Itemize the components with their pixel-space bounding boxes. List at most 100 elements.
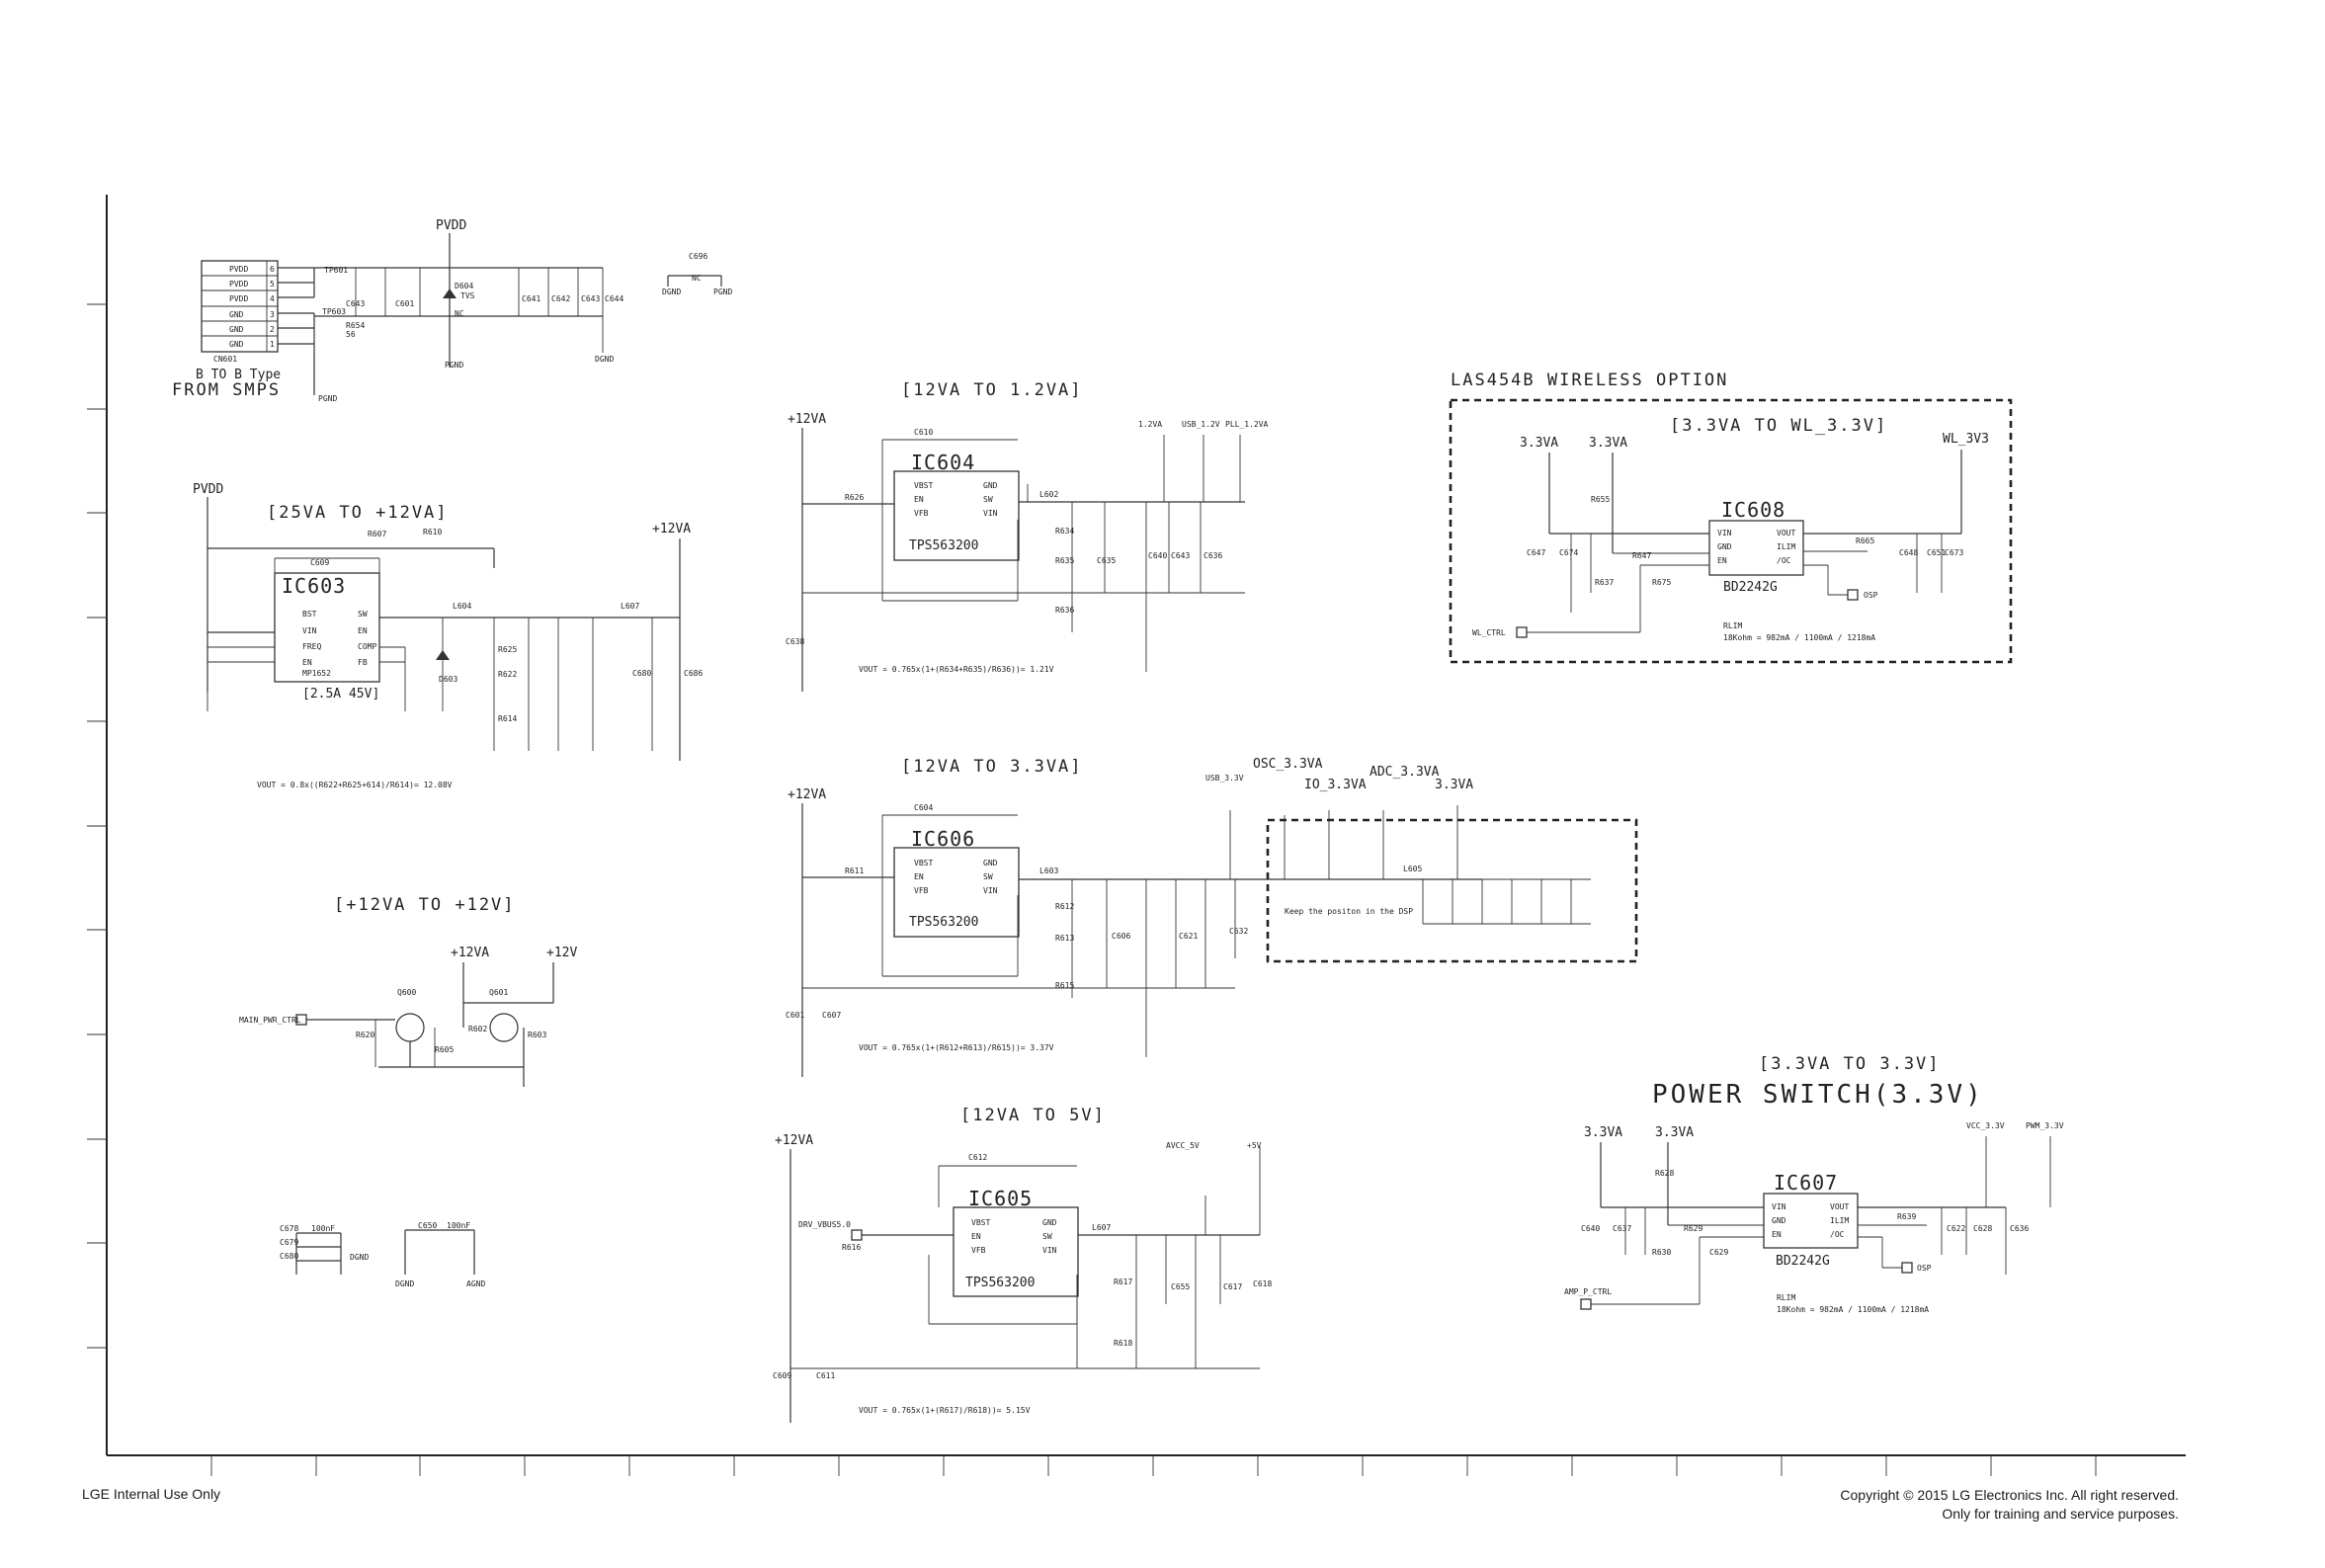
rail-label: OSC_3.3VA bbox=[1253, 757, 1323, 772]
ctrl-label: MAIN_PWR_CTRL bbox=[239, 1016, 301, 1025]
pin-label: GND bbox=[1042, 1218, 1057, 1227]
ctrl-label: DRV_VBUS5.0 bbox=[798, 1220, 851, 1229]
rlim-text: 18Kohm = 982mA / 1100mA / 1218mA bbox=[1777, 1305, 1929, 1314]
part-ref: C632 bbox=[1229, 927, 1248, 936]
part-ref: R625 bbox=[498, 645, 517, 654]
connector-pin-number: 3 bbox=[270, 310, 275, 319]
pin-label: BST bbox=[302, 610, 317, 619]
pin-label: VIN bbox=[302, 626, 317, 635]
pin-label: VFB bbox=[914, 886, 929, 895]
part-ref: C642 bbox=[551, 294, 570, 303]
rail-label: 3.3VA bbox=[1520, 436, 1558, 451]
part-ref: C643 bbox=[346, 299, 365, 308]
internal-use-note: LGE Internal Use Only bbox=[82, 1486, 221, 1502]
ctrl-label: WL_CTRL bbox=[1472, 628, 1506, 637]
ic607 bbox=[1763, 1193, 1859, 1249]
ctrl-port bbox=[851, 1229, 863, 1241]
ctrl-port bbox=[1580, 1298, 1592, 1310]
part-ref: R635 bbox=[1055, 556, 1074, 565]
pin-label: VBST bbox=[914, 481, 933, 490]
part-ref: C643 bbox=[581, 294, 600, 303]
connector-ref: CN601 bbox=[213, 355, 237, 364]
rail-label: PLL_1.2VA bbox=[1225, 420, 1269, 429]
rail-label: PWM_3.3V bbox=[2026, 1121, 2064, 1130]
part-ref: R639 bbox=[1897, 1212, 1916, 1221]
ic-part: TPS563200 bbox=[965, 1276, 1035, 1290]
part-ref: C636 bbox=[1204, 551, 1222, 560]
part-ref: C651 bbox=[1927, 548, 1946, 557]
part-ref: TP601 bbox=[324, 266, 348, 275]
rail-label: +12VA bbox=[451, 946, 489, 960]
part-ref: C609 bbox=[773, 1371, 791, 1380]
copyright-notice: Copyright © 2015 LG Electronics Inc. All… bbox=[1840, 1486, 2179, 1524]
rail-label: +12V bbox=[546, 946, 577, 960]
ctrl-port bbox=[295, 1014, 307, 1026]
vout-formula: VOUT = 0.8x((R622+R625+614)/R614)= 12.08… bbox=[257, 781, 453, 789]
smps-input-block: PVDD PVDD PVDD PVDD GND GND GND 6 5 4 3 … bbox=[172, 218, 732, 403]
part-ref: C607 bbox=[822, 1011, 841, 1020]
section-subtitle: POWER SWITCH(3.3V) bbox=[1652, 1080, 1984, 1110]
part-ref: C601 bbox=[786, 1011, 804, 1020]
part-ref: C612 bbox=[968, 1153, 987, 1162]
part-ref: L605 bbox=[1403, 865, 1422, 873]
osp-port bbox=[1847, 589, 1859, 601]
rail-label: 1.2VA bbox=[1138, 420, 1162, 429]
pvdd-rail-label: PVDD bbox=[436, 218, 466, 233]
part-ref: R617 bbox=[1114, 1278, 1132, 1286]
part-ref: C641 bbox=[522, 294, 540, 303]
part-ref: C674 bbox=[1559, 548, 1578, 557]
pin-label: VIN bbox=[1772, 1202, 1786, 1211]
ic608 bbox=[1708, 520, 1804, 576]
rail-label: USB_3.3V bbox=[1205, 774, 1244, 783]
part-ref: R630 bbox=[1652, 1248, 1671, 1257]
pin-label: EN bbox=[914, 872, 924, 881]
section-title: [12VA TO 3.3VA] bbox=[901, 757, 1083, 777]
part-ref: C618 bbox=[1253, 1279, 1272, 1288]
pin-label: ILIM bbox=[1777, 542, 1795, 551]
rlim-label: RLIM bbox=[1723, 621, 1742, 630]
part-ref: C617 bbox=[1223, 1282, 1242, 1291]
part-ref: R620 bbox=[356, 1031, 374, 1039]
part-ref: R610 bbox=[423, 528, 442, 536]
vout-formula: VOUT = 0.765x(1+(R634+R635)/R636))= 1.21… bbox=[859, 665, 1054, 674]
reg-12va-5v: [12VA TO 5V] +12VA DRV_VBUS5.0 IC605 TPS… bbox=[773, 1106, 1272, 1423]
connector-pin-label: GND bbox=[229, 325, 244, 334]
gnd-label: DGND bbox=[350, 1253, 369, 1262]
connector-pin-number: 2 bbox=[270, 325, 275, 334]
pin-label: VOUT bbox=[1830, 1202, 1849, 1211]
rail-label: USB_1.2V bbox=[1182, 420, 1220, 429]
section-title: [25VA TO +12VA] bbox=[267, 503, 449, 523]
part-ref: R616 bbox=[842, 1243, 861, 1252]
part-ref: C678 bbox=[280, 1224, 298, 1233]
part-ref: C680 bbox=[280, 1252, 298, 1261]
part-ref: R605 bbox=[435, 1045, 454, 1054]
pin-label: VFB bbox=[971, 1246, 986, 1255]
rail-label: ADC_3.3VA bbox=[1370, 765, 1440, 780]
ic-part: TPS563200 bbox=[909, 538, 978, 553]
part-ref: R622 bbox=[498, 670, 517, 679]
part-ref: C655 bbox=[1171, 1282, 1190, 1291]
pin-label: EN bbox=[302, 658, 312, 667]
rail-label: 3.3VA bbox=[1584, 1125, 1622, 1140]
section-title: [3.3VA TO WL_3.3V] bbox=[1670, 416, 1887, 436]
part-ref: R615 bbox=[1055, 981, 1074, 990]
pin-label: GND bbox=[1772, 1216, 1786, 1225]
wireless-option: LAS454B WIRELESS OPTION [3.3VA TO WL_3.3… bbox=[1449, 371, 2013, 664]
pin-label: VOUT bbox=[1777, 529, 1795, 537]
section-title: [12VA TO 5V] bbox=[960, 1106, 1106, 1125]
ctrl-label: AMP_P_CTRL bbox=[1564, 1287, 1612, 1296]
pin-label: COMP bbox=[358, 642, 376, 651]
part-ref: R603 bbox=[528, 1031, 546, 1039]
connector-type-label: B TO B Type bbox=[196, 368, 281, 382]
pin-label: ILIM bbox=[1830, 1216, 1849, 1225]
part-ref: C643 bbox=[1171, 551, 1190, 560]
power-switch-3v3: [3.3VA TO 3.3V] POWER SWITCH(3.3V) 3.3VA… bbox=[1564, 1054, 2064, 1314]
part-ref: TVS bbox=[460, 291, 475, 300]
part-ref: R611 bbox=[845, 867, 864, 875]
part-ref: C611 bbox=[816, 1371, 835, 1380]
part-ref: R613 bbox=[1055, 934, 1074, 943]
pin-label: VIN bbox=[1042, 1246, 1057, 1255]
part-ref: R634 bbox=[1055, 527, 1074, 536]
part-ref: NC bbox=[692, 274, 702, 283]
pin-label: VFB bbox=[914, 509, 929, 518]
